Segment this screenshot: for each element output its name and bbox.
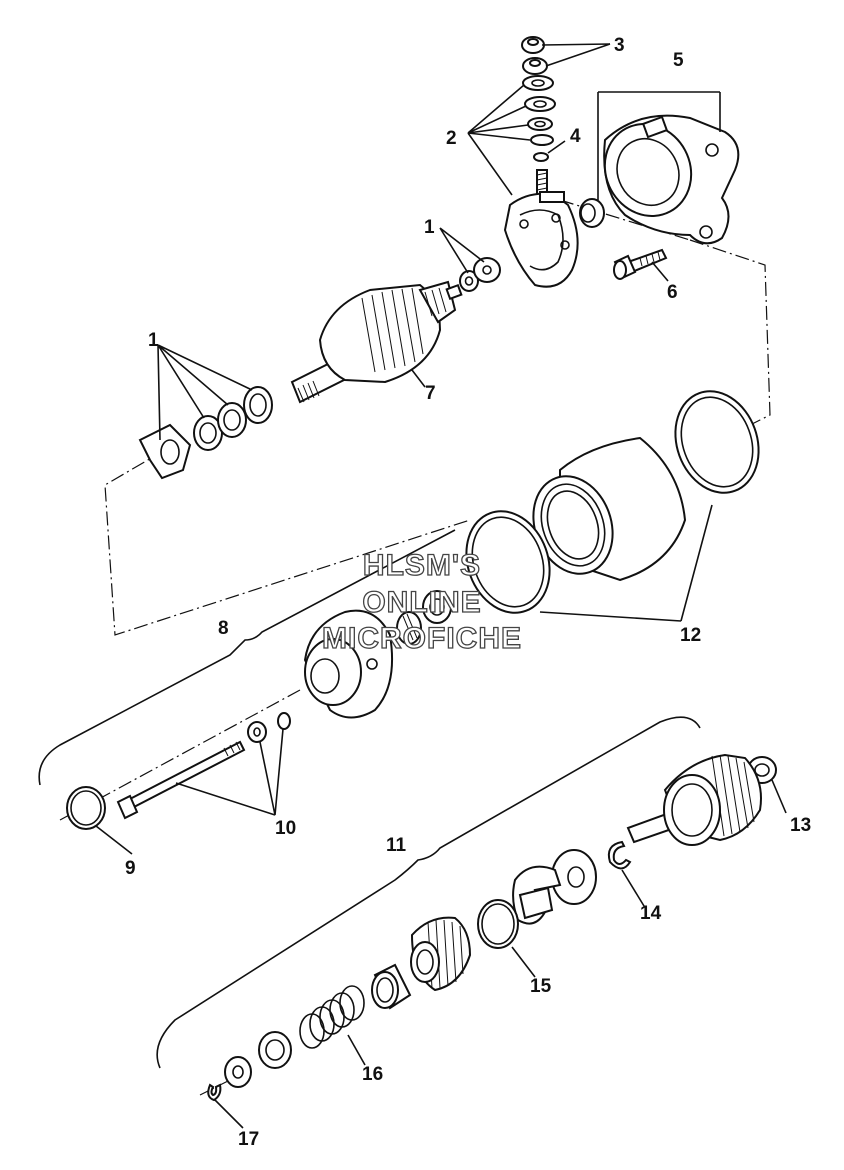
callout-15: 15: [530, 976, 552, 997]
part-5-end-housing: [603, 114, 740, 245]
callout-1-upper: 1: [424, 217, 435, 238]
part-4-o-ring: [533, 152, 549, 162]
callout-12: 12: [680, 625, 701, 646]
part-10-through-bolt: [116, 712, 291, 820]
callout-1-left: 1: [148, 330, 159, 351]
callout-11: 11: [386, 835, 407, 856]
part-3-nuts: [521, 36, 548, 75]
part-17-clip: [207, 1083, 222, 1102]
callout-2: 2: [446, 128, 457, 149]
part-2-washers: [522, 75, 556, 146]
clutch-gear-shaft: [626, 753, 762, 846]
part-6-bolt: [613, 248, 668, 280]
callout-labels: 3 5 2 4 1 6 1 7 8 12 13 10 11 9 14 15 16…: [125, 35, 811, 1150]
callout-16: 16: [362, 1064, 383, 1085]
callout-7: 7: [425, 383, 436, 404]
leader-lines: [95, 43, 787, 1129]
watermark-line-3: MICROFICHE: [322, 622, 522, 655]
part-8-drive-housing: [303, 590, 452, 719]
callout-13: 13: [790, 815, 811, 836]
thrust-washer: [224, 1056, 252, 1088]
callout-4: 4: [570, 126, 581, 147]
group-brackets: [38, 529, 701, 1069]
part-15-ring: [477, 899, 519, 949]
callout-8: 8: [218, 618, 229, 639]
brush-plate-assembly: [503, 169, 579, 288]
callout-9: 9: [125, 858, 136, 879]
watermark-line-1: HLSM'S: [363, 549, 481, 582]
callout-17: 17: [238, 1129, 259, 1150]
watermark: HLSM'S ONLINE MICROFICHE: [321, 548, 522, 655]
pinion-gear: [410, 916, 472, 992]
callout-6: 6: [667, 282, 678, 303]
part-16-spring: [299, 985, 365, 1049]
part-12-yoke-and-seals: [465, 390, 760, 614]
clutch-sleeve: [371, 963, 412, 1010]
watermark-line-2: ONLINE: [362, 586, 481, 619]
part-7-armature: [290, 280, 463, 404]
part-1-armature-washers: [459, 257, 501, 292]
housing-bushing: [579, 198, 605, 228]
stop-collar: [258, 1031, 292, 1069]
part-14-snap-ring: [607, 840, 632, 870]
callout-5: 5: [673, 50, 684, 71]
callout-3: 3: [614, 35, 625, 56]
part-9-o-ring: [66, 786, 106, 830]
clutch-components: [512, 849, 597, 925]
callout-14: 14: [640, 903, 662, 924]
part-1-left-washers: [138, 386, 273, 480]
callout-10: 10: [275, 818, 296, 839]
